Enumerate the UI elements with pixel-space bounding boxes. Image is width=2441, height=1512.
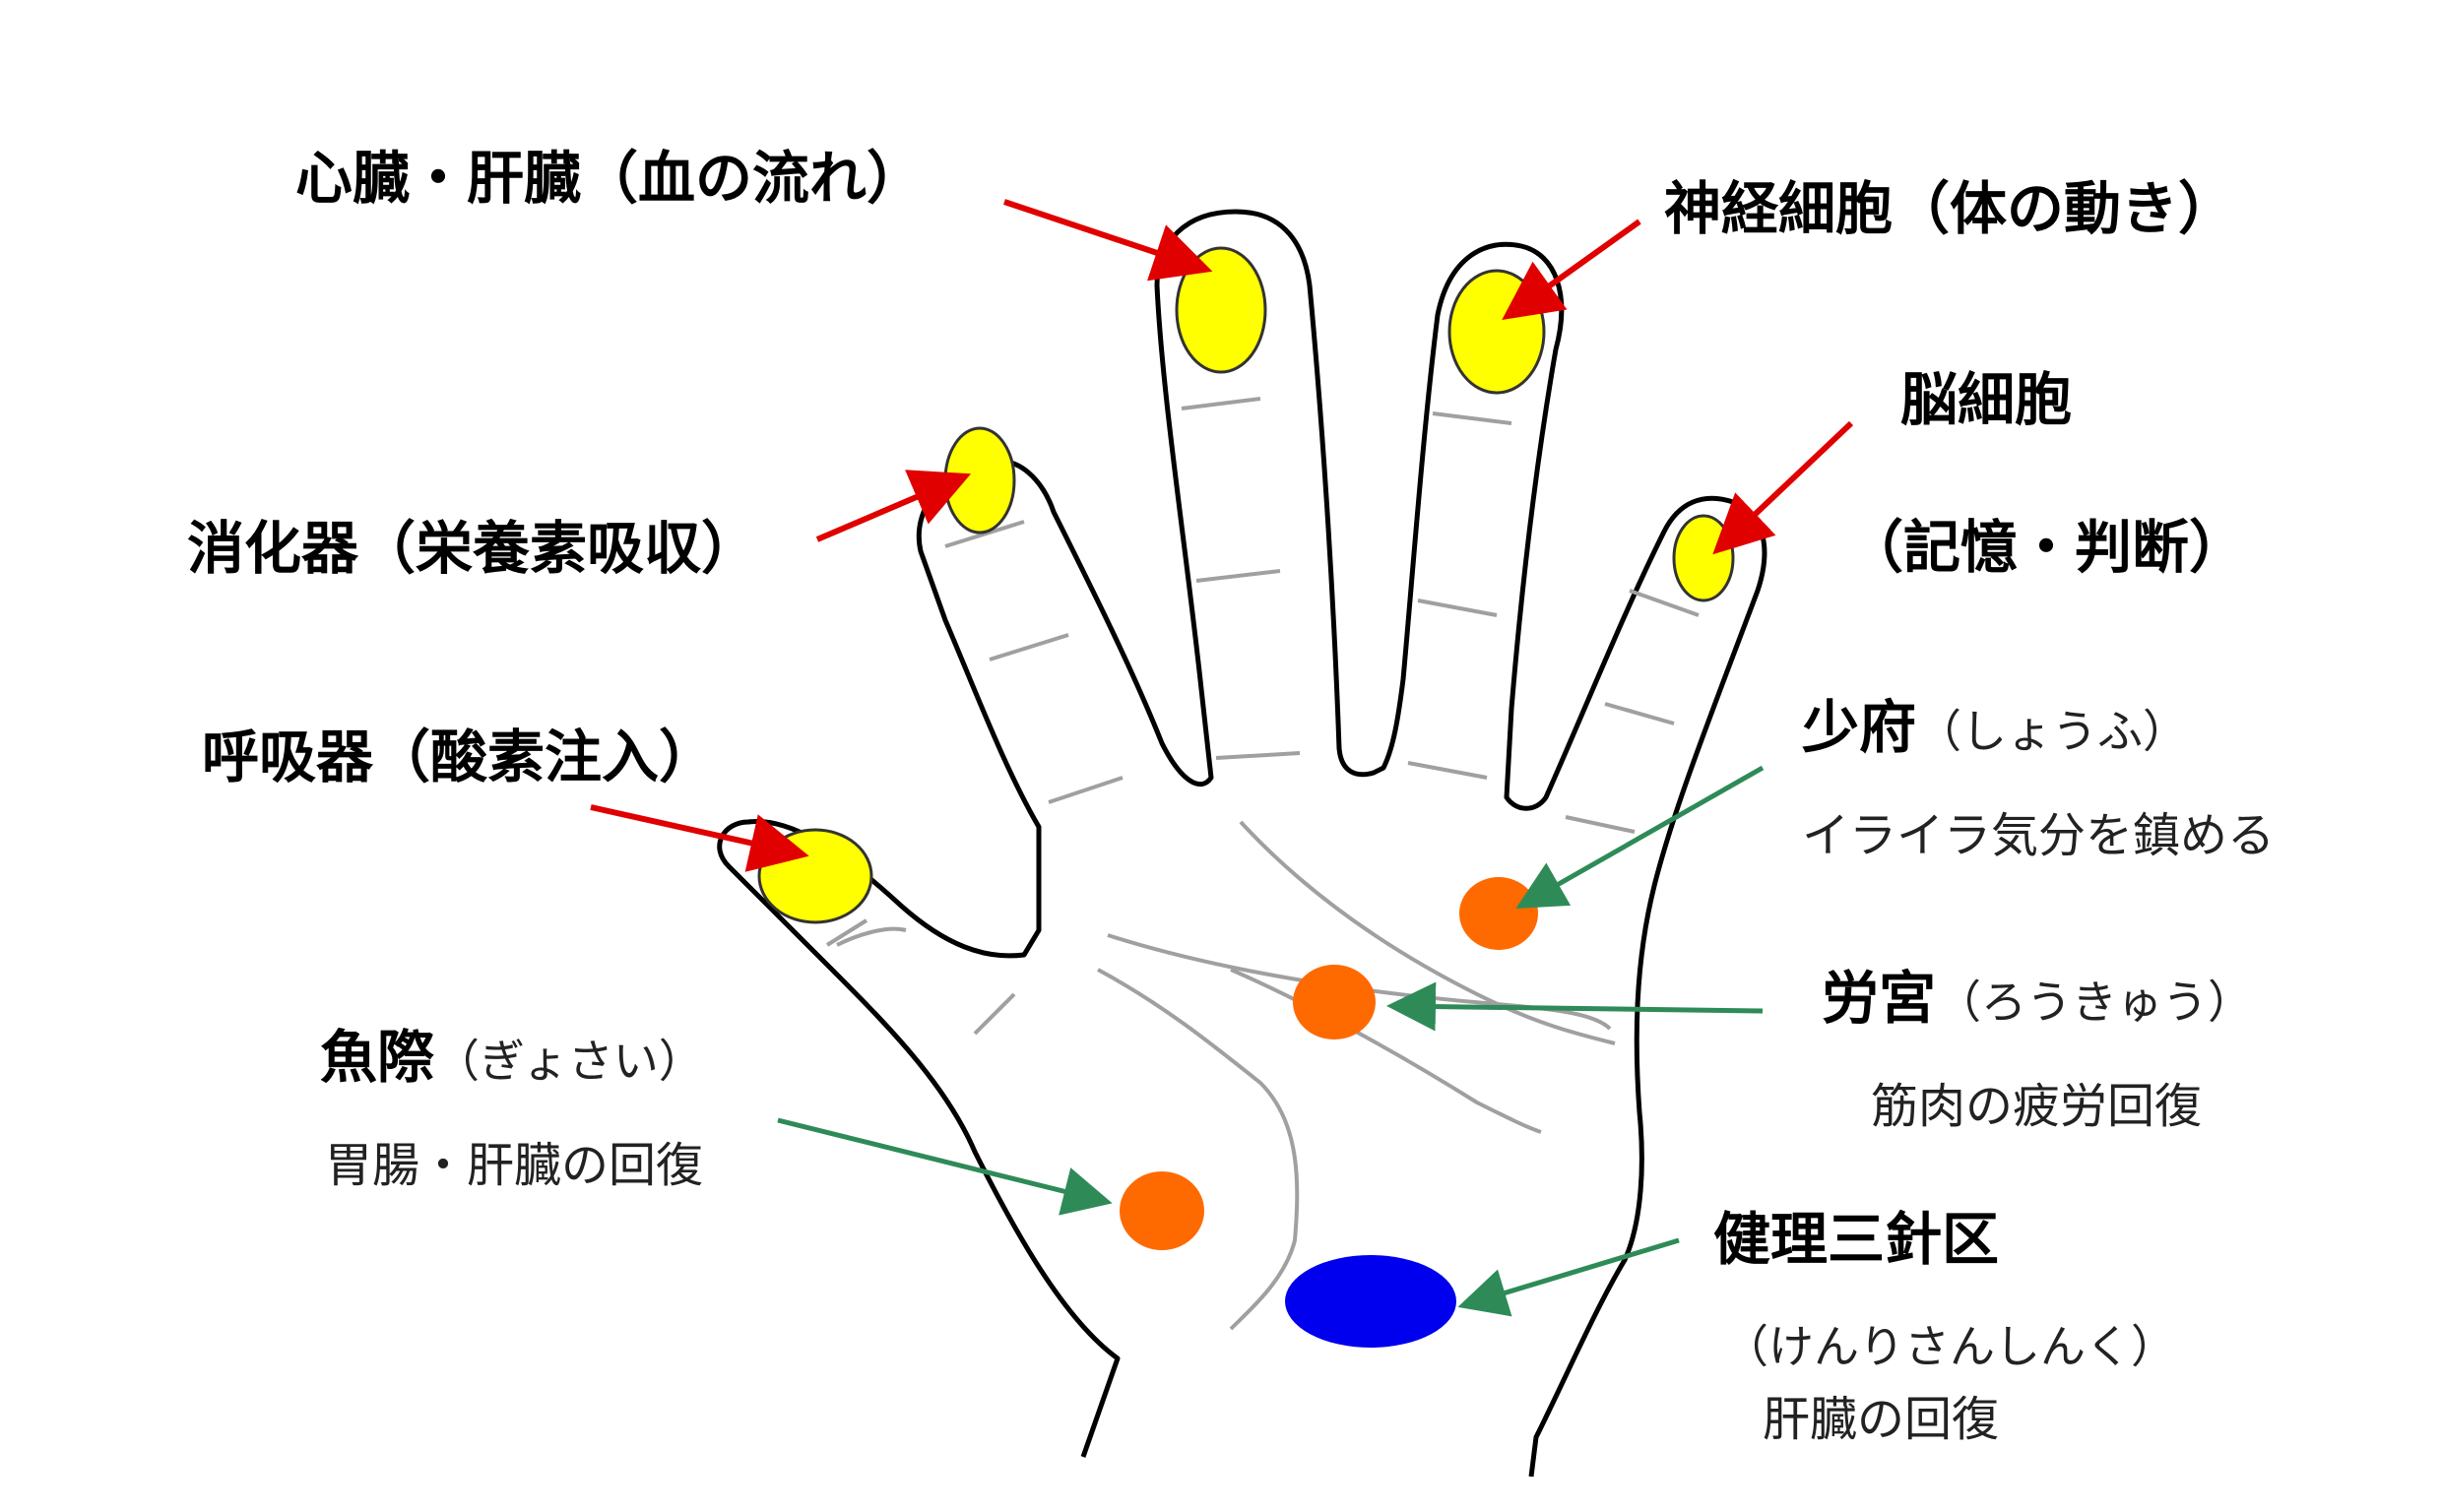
gyosai-point [1120, 1171, 1204, 1250]
red-arrows [590, 199, 1854, 872]
gyosai-effect: 胃腸・肝臓の回復 [325, 1138, 704, 1193]
kenri-effect: 肝臓の回復 [1763, 1392, 2000, 1447]
shofu-point [1459, 877, 1538, 950]
palm-points [1120, 877, 1538, 1348]
little-fingertip-label-line2: （記憶・判断） [1846, 514, 2247, 581]
thumb-fingertip-label: 呼吸器（酸素注入） [202, 724, 717, 790]
green-arrows [777, 765, 1765, 1317]
finger-creases [825, 397, 1700, 1036]
roukyu-arrow [1386, 981, 1764, 1032]
ring-arrow [1502, 219, 1641, 320]
roukyu-point [1293, 965, 1376, 1040]
fingertip-points [757, 246, 1735, 924]
gyosai-reading: （ぎょさい） [434, 1035, 704, 1088]
index-arrow [815, 470, 972, 542]
gyosai-name: 魚際 [320, 1024, 435, 1091]
kenri-arrow [1457, 1237, 1680, 1317]
thumb-fingertip-point [757, 828, 873, 924]
roukyu-effect: 筋肉の疲労回復 [1871, 1079, 2203, 1134]
index-fingertip-label: 消化器（栄養素吸収） [187, 515, 759, 582]
thumb-arrow [590, 804, 809, 872]
kenri-reading: （けんりさんしんく） [1723, 1320, 2176, 1373]
shofu-title: 少府（しょうふ） [1802, 699, 2188, 756]
gyosai-title: 魚際（ぎょさい） [320, 1029, 704, 1086]
kenri-zone [1285, 1255, 1456, 1348]
roukyu-name: 労宮 [1822, 965, 1937, 1032]
ring-fingertip-label: 神経細胞（体の動き） [1664, 175, 2236, 242]
roukyu-reading: （ろうきゅう） [1936, 976, 2254, 1029]
gyosai-arrow [777, 1117, 1113, 1216]
shofu-effect: イライラ気分を鎮める [1802, 808, 2276, 863]
little-arrow [1712, 420, 1854, 555]
little-fingertip-label-line1: 脳細胞 [1900, 366, 2073, 433]
shofu-name: 少府 [1802, 694, 1917, 761]
roukyu-title: 労宮（ろうきゅう） [1822, 970, 2253, 1027]
shofu-reading: （しょうふ） [1916, 705, 2189, 758]
little-fingertip-point [1672, 514, 1735, 602]
ring-fingertip-point [1447, 269, 1546, 395]
middle-fingertip-label: 心臓・肝臓（血の流れ） [295, 145, 925, 212]
middle-arrow [1003, 199, 1213, 282]
shofu-arrow [1515, 765, 1765, 909]
kenri-name: 健理三針区 [1713, 1206, 2000, 1273]
